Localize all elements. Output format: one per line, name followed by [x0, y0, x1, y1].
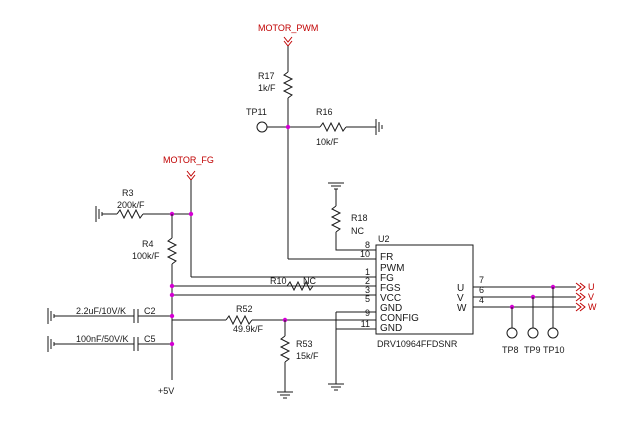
pin-number: 6 — [479, 285, 484, 295]
pin-name: GND — [380, 303, 402, 314]
pin-name: FG — [380, 273, 394, 284]
c5-ref: C5 — [144, 334, 156, 344]
resistor-r16 — [319, 121, 347, 133]
capacitor-c5 — [133, 337, 139, 351]
pin-number: 11 — [361, 319, 370, 329]
pin-name: W — [457, 303, 467, 314]
pin-number: 1 — [365, 267, 370, 277]
junction-dot — [169, 313, 175, 319]
resistor-r17 — [282, 71, 294, 99]
ic-u2-refdes: U2 — [378, 234, 390, 244]
net-arrow-motor-fg — [186, 170, 196, 181]
pin-name: GND — [380, 323, 402, 334]
resistor-r52 — [225, 314, 253, 326]
pin-name: CONFIG — [380, 313, 419, 324]
c2-ref: C2 — [144, 306, 156, 316]
tp10-label: TP10 — [543, 345, 565, 355]
net-label-w: W — [588, 302, 597, 312]
ground-symbol — [47, 308, 55, 324]
pin-number: 2 — [365, 276, 370, 286]
resistor-r53 — [279, 335, 291, 363]
tp9-label: TP9 — [524, 345, 541, 355]
r10-ref: R10 — [270, 276, 287, 286]
pin-number: 4 — [479, 295, 484, 305]
r18-ref: R18 — [351, 213, 368, 223]
test-point-tp11 — [256, 121, 268, 133]
pin-number: 10 — [360, 249, 370, 259]
net-arrow-u — [575, 282, 586, 292]
ground-symbol — [328, 182, 344, 190]
c5-value: 100nF/50V/K — [76, 334, 129, 344]
junction-dot — [169, 283, 175, 289]
r4-ref: R4 — [142, 239, 154, 249]
r17-ref: R17 — [258, 71, 275, 81]
supply-label: +5V — [158, 386, 174, 396]
ic-left-pins: 8 FR 10 PWM 1 FG 2 FGS 3 VCC 5 GND 9 CON… — [360, 240, 419, 334]
tp11-label: TP11 — [246, 107, 267, 117]
net-arrow-w — [575, 302, 586, 312]
pin-number: 7 — [479, 275, 484, 285]
ic-u2-part: DRV10964FFDSNR — [377, 339, 458, 349]
r4-value: 100k/F — [132, 251, 160, 261]
wire-fr — [335, 232, 376, 251]
pin-name: PWM — [380, 263, 404, 274]
ic-u2-body — [375, 244, 474, 335]
r16-value: 10k/F — [316, 137, 339, 147]
r10-value: NC — [303, 276, 316, 286]
junction-dot — [285, 124, 291, 130]
r52-value: 49.9k/F — [233, 324, 264, 334]
ground-symbol — [277, 391, 293, 399]
junction-dot — [169, 341, 175, 347]
r17-value: 1k/F — [258, 83, 276, 93]
ground-symbol — [95, 206, 103, 222]
resistor-r18 — [330, 205, 342, 233]
net-label-motor-fg: MOTOR_FG — [163, 155, 214, 165]
ic-right-pins: 7 U 6 V 4 W — [457, 275, 484, 314]
pin-number: 9 — [365, 308, 370, 318]
net-arrow-v — [575, 292, 586, 302]
net-arrow-motor-pwm — [283, 36, 293, 47]
ground-symbol — [328, 383, 344, 391]
ground-symbol — [375, 119, 383, 135]
ground-symbol — [47, 336, 55, 352]
c2-value: 2.2uF/10V/K — [76, 306, 126, 316]
pin-number: 5 — [365, 294, 370, 304]
r18-value: NC — [351, 226, 364, 236]
pin-number: 3 — [365, 285, 370, 295]
net-label-u: U — [588, 282, 595, 292]
net-label-motor-pwm: MOTOR_PWM — [258, 23, 318, 33]
test-point-tp8 — [506, 327, 518, 339]
r53-ref: R53 — [296, 339, 313, 349]
junction-dot — [169, 292, 175, 298]
r52-ref: R52 — [236, 304, 253, 314]
junction-dot — [188, 211, 194, 217]
pin-name: FR — [380, 252, 393, 263]
r53-value: 15k/F — [296, 351, 319, 361]
resistor-r4 — [166, 237, 178, 265]
net-label-v: V — [588, 292, 594, 302]
r16-ref: R16 — [316, 107, 333, 117]
resistor-r10 — [286, 280, 314, 292]
test-point-tp9 — [527, 327, 539, 339]
r3-ref: R3 — [122, 188, 134, 198]
test-point-tp10 — [547, 327, 559, 339]
pin-name: FGS — [380, 283, 401, 294]
tp8-label: TP8 — [502, 345, 519, 355]
pin-name: U — [457, 283, 464, 294]
pin-number: 8 — [365, 240, 370, 250]
pin-name: VCC — [380, 293, 401, 304]
pin-name: V — [457, 293, 464, 304]
capacitor-c2 — [133, 309, 139, 323]
resistor-r3 — [116, 208, 144, 220]
r3-value: 200k/F — [117, 200, 145, 210]
